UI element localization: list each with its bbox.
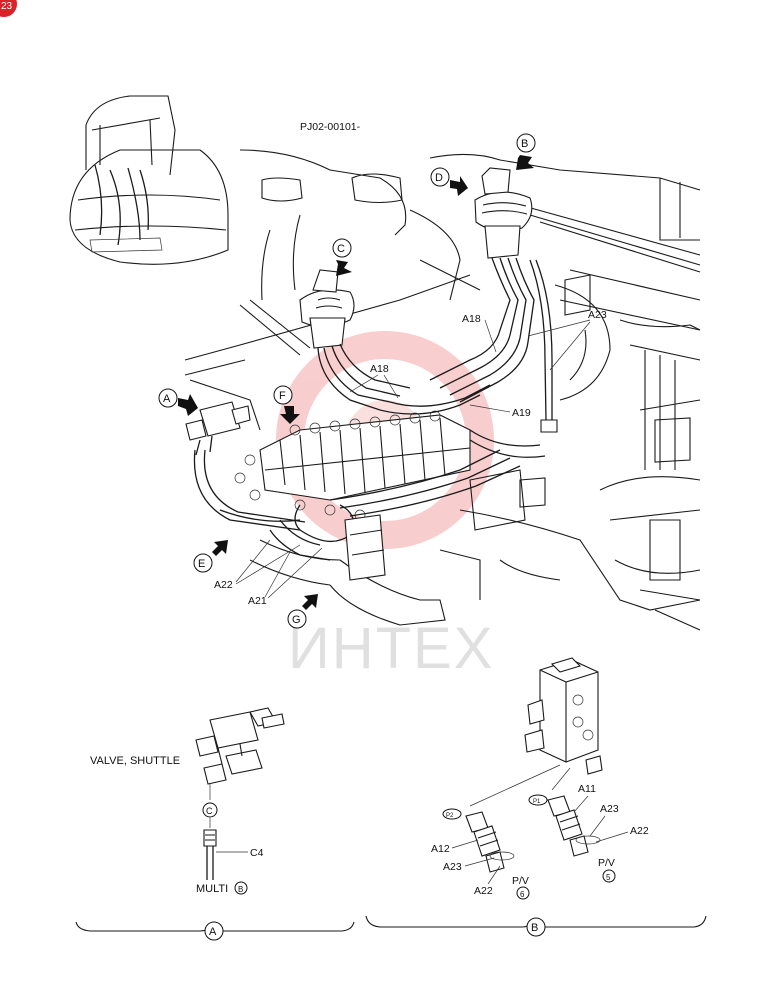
- svg-text:6: 6: [520, 890, 525, 899]
- valve-shuttle-label: VALVE, SHUTTLE: [90, 755, 180, 767]
- callout-a18-right: A18: [462, 313, 497, 353]
- callout-a22-main: A22: [214, 539, 301, 591]
- section-label-a: A: [209, 926, 217, 938]
- view-marker-b: B: [516, 133, 536, 170]
- excavator-inset: [69, 95, 229, 265]
- shuttle-valve-main: [185, 401, 251, 456]
- svg-text:5: 5: [606, 873, 611, 882]
- svg-text:P/V: P/V: [512, 875, 529, 887]
- multi-label: MULTI: [196, 883, 228, 895]
- svg-text:C: C: [337, 243, 345, 255]
- drawing-code: PJ02-00101-: [300, 121, 361, 133]
- port-tag-p2: P2: [442, 808, 462, 820]
- svg-text:G: G: [292, 614, 301, 626]
- section-bracket-a: A: [75, 921, 355, 941]
- svg-text:A23: A23: [588, 309, 607, 321]
- svg-text:C: C: [206, 806, 213, 816]
- svg-text:A19: A19: [512, 407, 531, 419]
- control-valve-bank: [193, 384, 546, 581]
- view-marker-f: F: [273, 385, 300, 424]
- pilot-valve-c: [299, 269, 411, 411]
- view-marker-a: A: [158, 388, 198, 416]
- svg-text:A22: A22: [630, 825, 649, 837]
- svg-text:F: F: [279, 390, 286, 402]
- svg-text:A21: A21: [248, 595, 267, 607]
- view-marker-d: D: [430, 167, 468, 196]
- view-marker-e: E: [193, 540, 228, 573]
- svg-text:A23: A23: [600, 803, 619, 815]
- view-marker-g: G: [287, 594, 318, 629]
- page-badge: 23: [0, 0, 17, 17]
- section-label-b: B: [531, 922, 538, 934]
- page-badge-number: 23: [1, 1, 13, 12]
- svg-text:A23: A23: [443, 861, 462, 873]
- svg-text:P1: P1: [533, 799, 541, 805]
- svg-text:B: B: [521, 138, 528, 150]
- svg-text:A11: A11: [578, 783, 596, 795]
- view-marker-c: C: [332, 238, 352, 276]
- svg-text:A12: A12: [431, 843, 450, 855]
- callout-a21-main: A21: [248, 547, 323, 607]
- svg-text:A18: A18: [462, 313, 481, 325]
- svg-text:A22: A22: [474, 885, 493, 897]
- svg-text:A: A: [163, 393, 171, 405]
- svg-text:A22: A22: [214, 579, 233, 591]
- machine-frame: [184, 149, 701, 631]
- port-tag-p1: P1: [528, 794, 548, 806]
- detail-a: VALVE, SHUTTLE C C4 MULTI B: [90, 707, 285, 895]
- callout-a23-top: A23: [527, 309, 607, 371]
- svg-text:P2: P2: [446, 813, 454, 819]
- watermark-text: ИНТЕХ: [288, 616, 494, 681]
- svg-text:P/V: P/V: [598, 857, 615, 869]
- svg-text:D: D: [435, 172, 443, 184]
- pilot-valve-b: [429, 167, 558, 433]
- svg-text:E: E: [198, 558, 205, 570]
- callout-a18-left: A18: [349, 363, 399, 399]
- watermark-logo: ИНТЕХ: [276, 331, 494, 681]
- svg-text:C4: C4: [250, 847, 264, 859]
- callout-a19: A19: [469, 404, 531, 419]
- svg-text:A18: A18: [370, 363, 389, 375]
- detail-b: P2 P1 A12 A23 A22 P/V 6 A11 A23 A22 P/V: [431, 657, 649, 900]
- svg-text:B: B: [238, 885, 243, 894]
- section-bracket-b: B: [365, 915, 707, 937]
